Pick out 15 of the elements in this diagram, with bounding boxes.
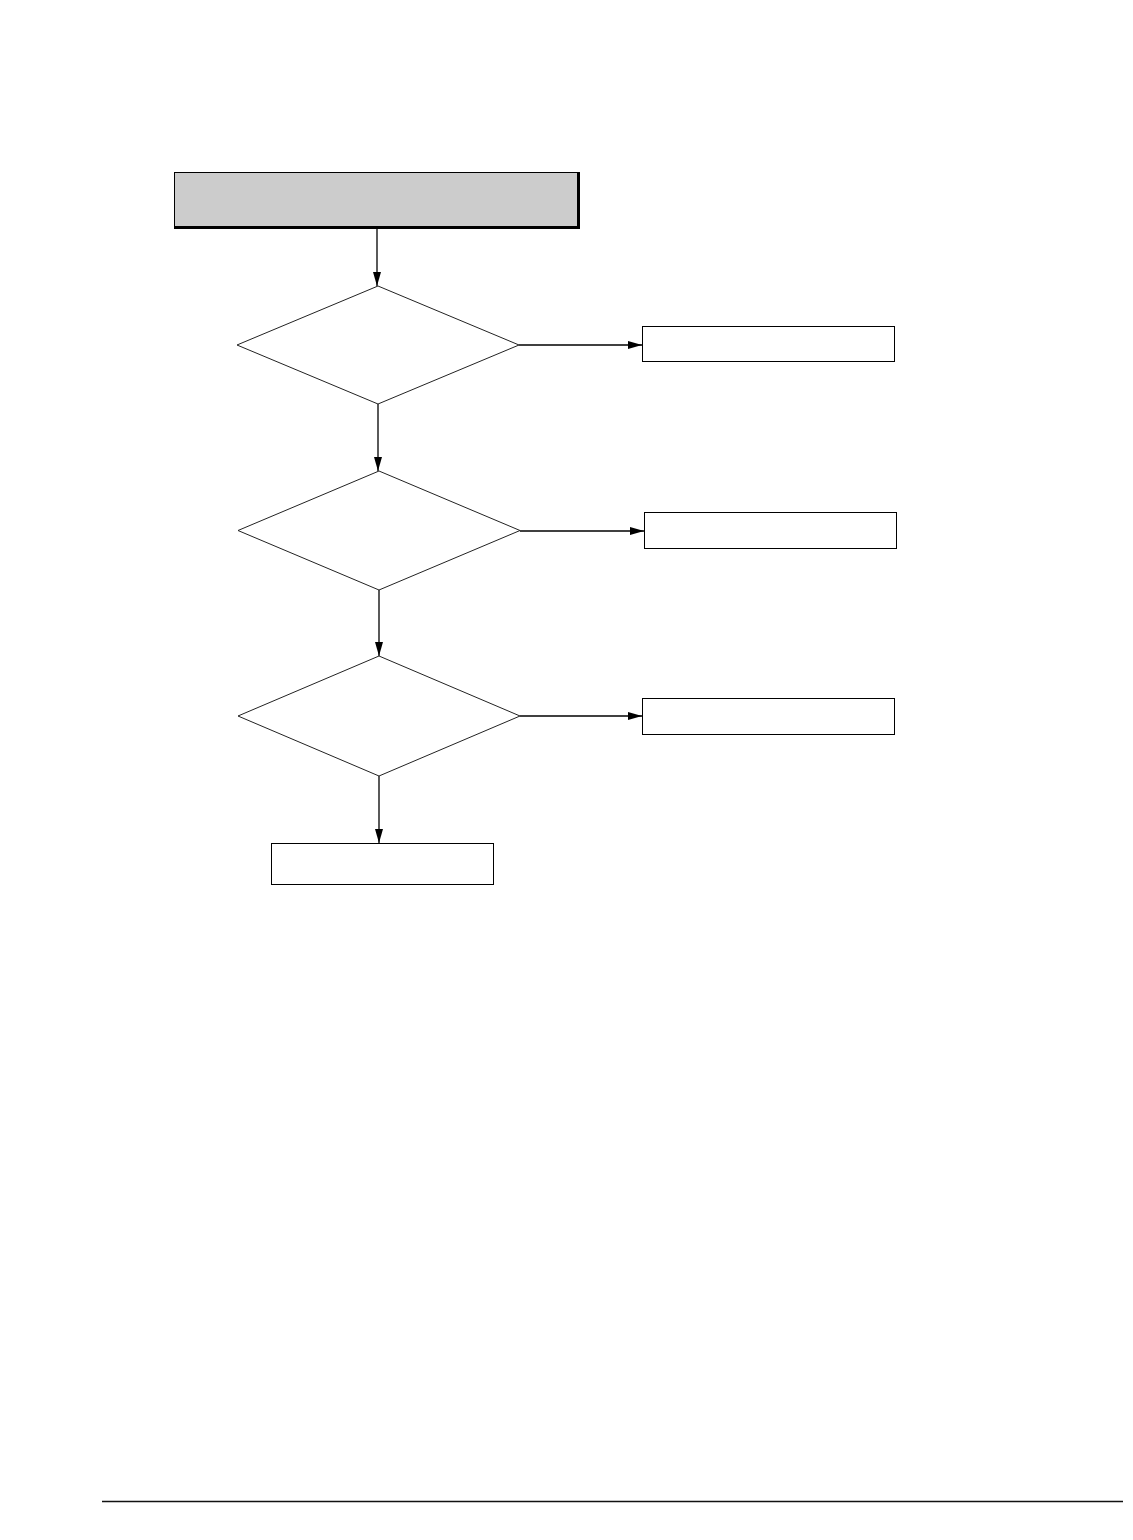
arrow bbox=[519, 527, 645, 535]
arrow bbox=[374, 403, 382, 472]
arrow bbox=[375, 775, 383, 844]
decision-diamond bbox=[238, 471, 520, 590]
start-box bbox=[174, 172, 580, 229]
arrow bbox=[518, 341, 643, 349]
decision-diamond bbox=[237, 286, 519, 404]
process-box bbox=[642, 698, 895, 735]
decision-diamond bbox=[238, 656, 520, 776]
process-box bbox=[644, 512, 897, 549]
arrow bbox=[373, 228, 381, 287]
process-box bbox=[271, 843, 494, 885]
arrow bbox=[375, 589, 383, 657]
process-box bbox=[642, 326, 895, 362]
arrow bbox=[519, 712, 643, 720]
